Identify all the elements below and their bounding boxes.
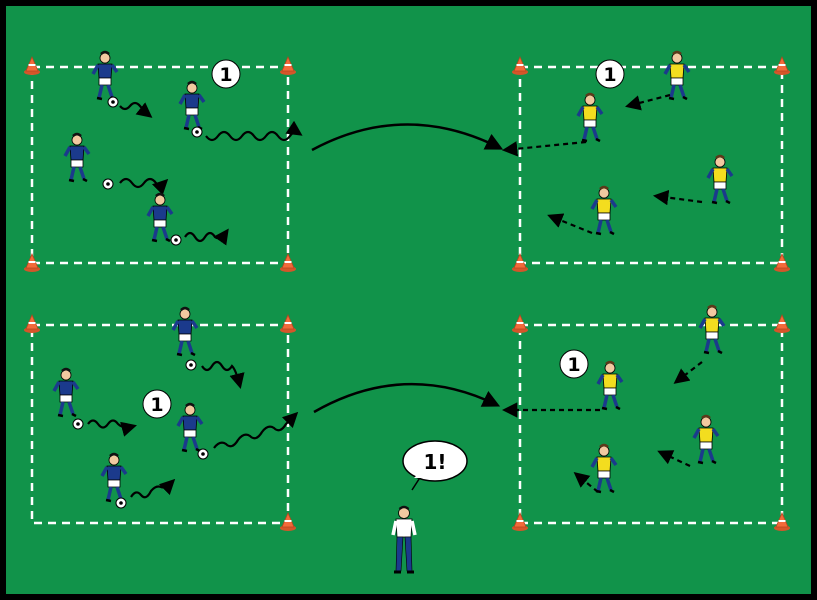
pass-arrow xyxy=(657,450,691,467)
ball-icon xyxy=(185,359,197,371)
number-badge: 1 xyxy=(142,389,172,419)
dribble-arrow xyxy=(213,411,299,449)
dribble-arrow xyxy=(201,360,245,389)
ball-icon xyxy=(107,96,119,108)
svg-text:1!: 1! xyxy=(423,450,446,474)
transition-arrow xyxy=(311,123,504,152)
number-badge: 1 xyxy=(559,349,589,379)
transition-arrow xyxy=(313,382,501,414)
ball-icon xyxy=(170,234,182,246)
field-top-left: 1 xyxy=(23,50,303,273)
svg-text:1: 1 xyxy=(150,394,163,416)
dribble-arrow xyxy=(130,478,176,499)
pass-arrow xyxy=(573,472,599,493)
ball-icon xyxy=(102,178,114,190)
ball-icon xyxy=(115,497,127,509)
dribble-arrow xyxy=(184,228,229,246)
number-badge: 1 xyxy=(595,59,625,89)
pass-arrow xyxy=(547,213,593,235)
coach-group: 1! xyxy=(391,440,468,574)
dribble-arrow xyxy=(87,419,137,437)
dribble-arrow xyxy=(119,177,169,196)
pass-arrow xyxy=(673,361,703,384)
pass-arrow xyxy=(501,140,587,157)
number-badge: 1 xyxy=(211,59,241,89)
svg-text:1: 1 xyxy=(603,64,616,86)
ball-icon xyxy=(197,448,209,460)
field-bottom-left: 1 xyxy=(23,306,299,532)
field-top-right: 1 xyxy=(501,50,791,273)
svg-text:1: 1 xyxy=(567,354,580,376)
svg-text:1: 1 xyxy=(219,64,232,86)
dribble-arrow xyxy=(205,120,303,142)
dribble-arrow xyxy=(119,101,153,118)
speech-bubble-icon: 1! xyxy=(402,440,468,491)
field-bottom-right: 1 xyxy=(501,304,791,532)
pass-arrow xyxy=(652,189,703,206)
ball-icon xyxy=(72,418,84,430)
ball-icon xyxy=(191,126,203,138)
pass-arrow xyxy=(625,93,671,111)
